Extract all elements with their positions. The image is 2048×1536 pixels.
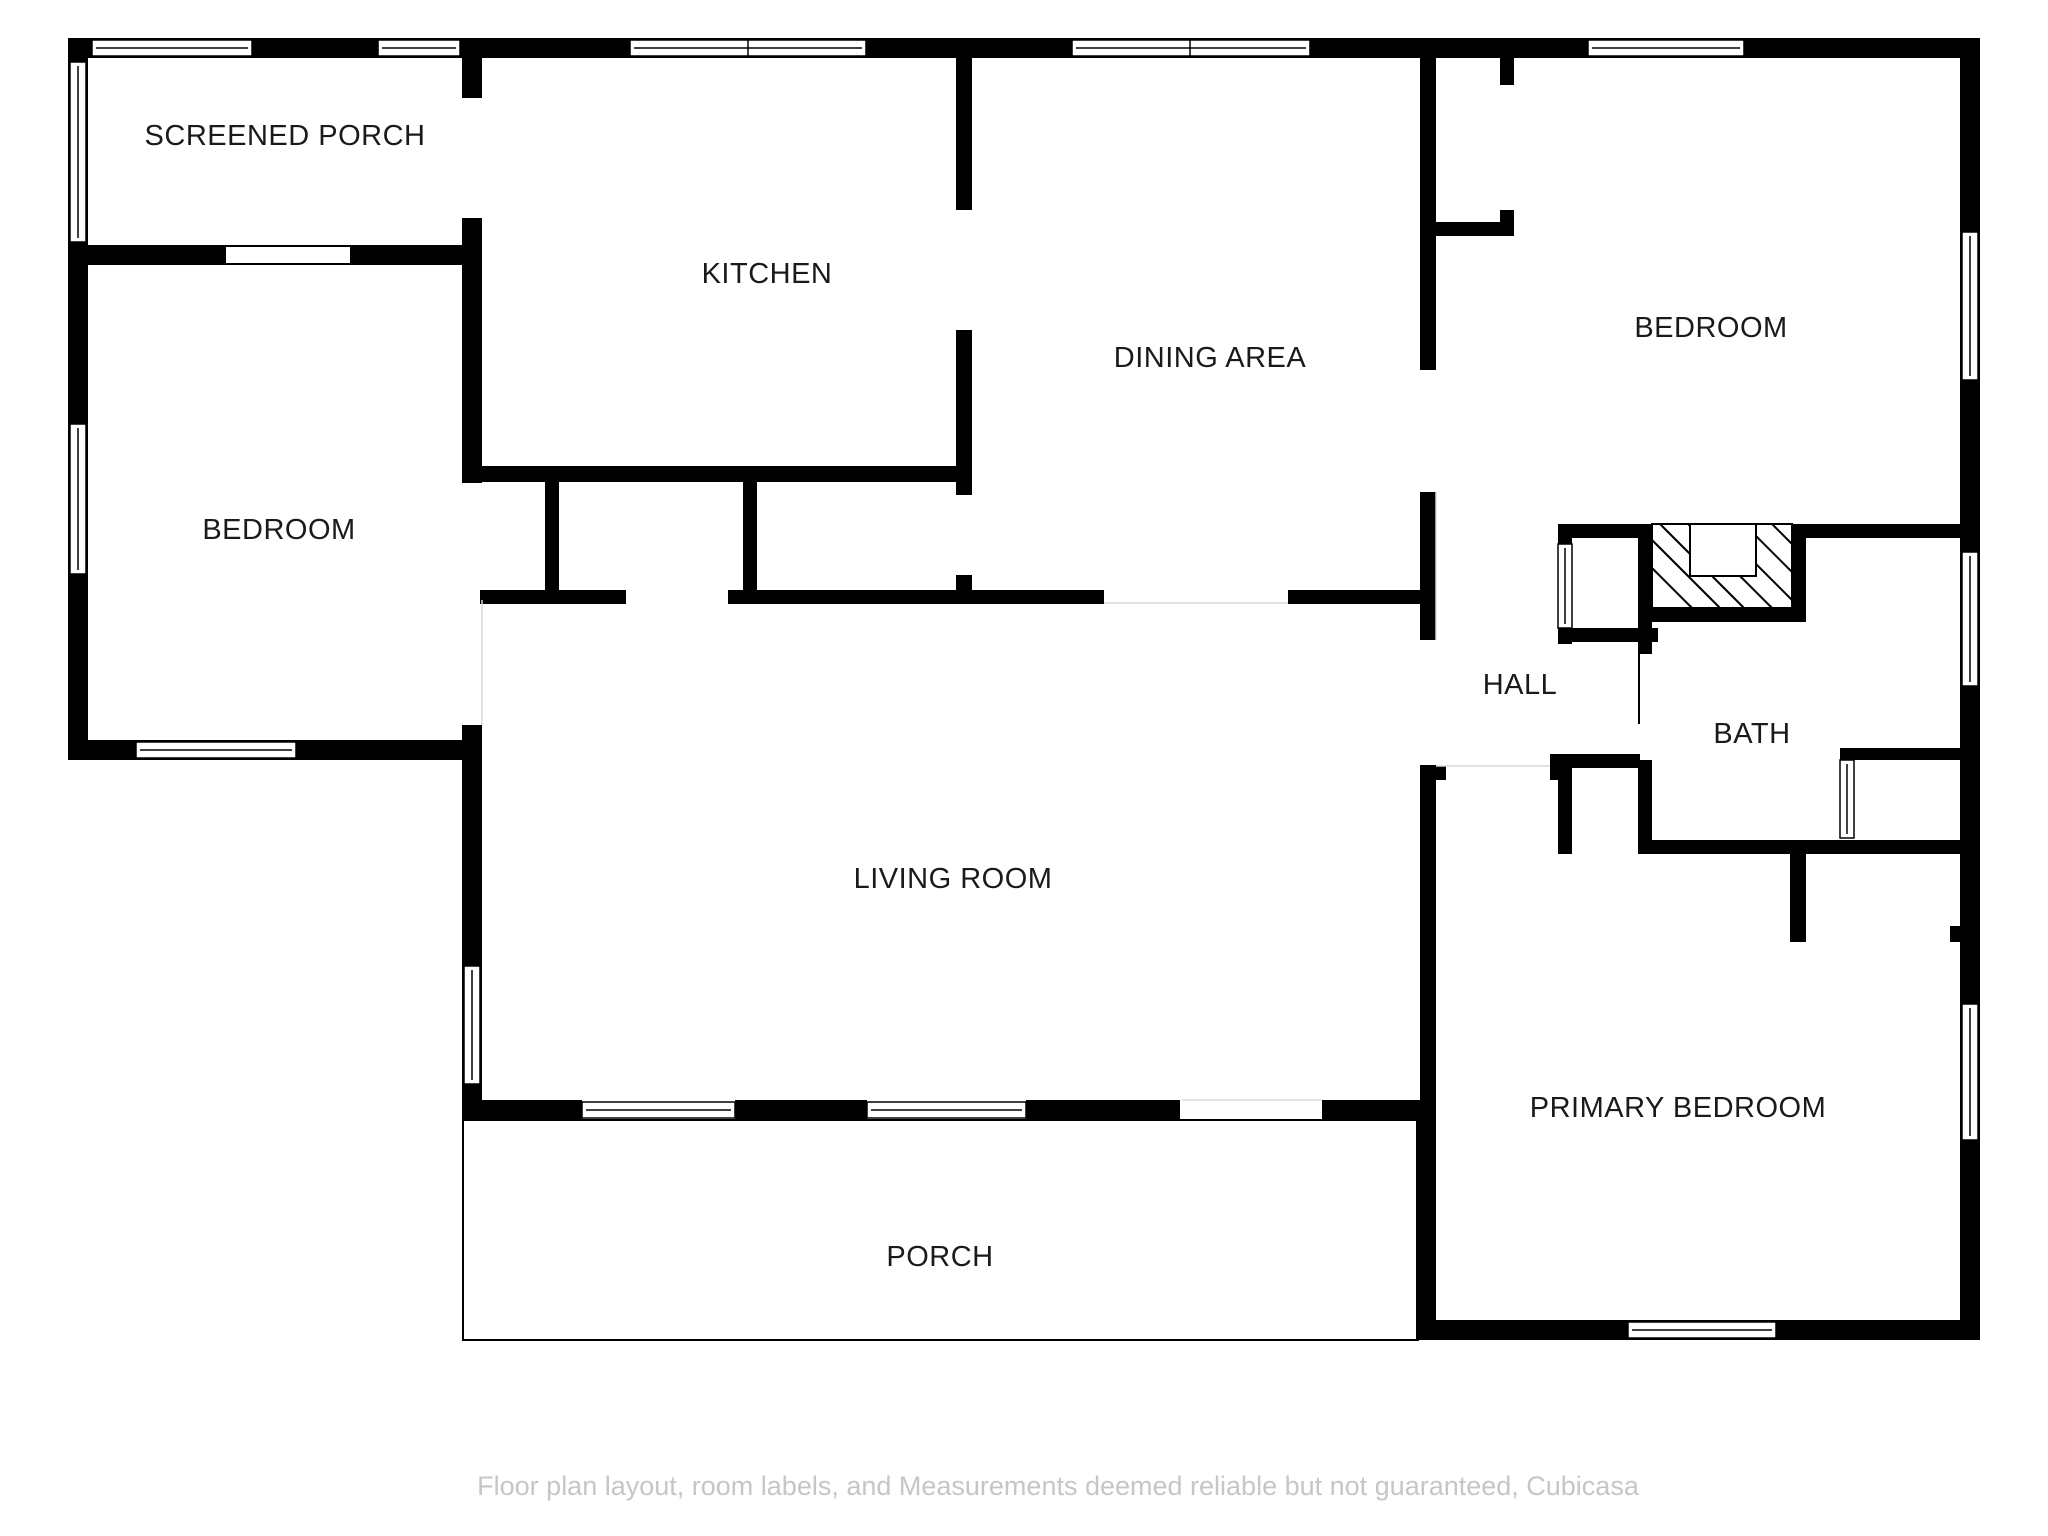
- wall: [1288, 590, 1428, 604]
- room-labels: SCREENED PORCH KITCHEN DINING AREA BEDRO…: [145, 120, 1826, 1273]
- wall: [462, 38, 482, 98]
- door-opening: [226, 247, 350, 263]
- door-opening: [1422, 640, 1434, 765]
- window: [69, 61, 87, 243]
- window: [1961, 231, 1979, 381]
- wall: [470, 466, 970, 482]
- window: [1961, 1003, 1979, 1141]
- window: [377, 39, 461, 57]
- wall: [956, 55, 972, 210]
- wall: [545, 478, 559, 593]
- room-label-dining-area: DINING AREA: [1114, 342, 1307, 374]
- door-opening: [1422, 370, 1434, 492]
- wall: [1436, 766, 1446, 780]
- wall: [1558, 524, 1640, 538]
- window: [69, 423, 87, 575]
- room-label-porch: PORCH: [886, 1241, 993, 1273]
- room-label-living-room: LIVING ROOM: [854, 863, 1053, 895]
- wall: [1420, 38, 1436, 370]
- window: [1627, 1321, 1777, 1339]
- door-opening: [626, 591, 728, 603]
- door-opening: [1182, 1102, 1322, 1118]
- wall: [1840, 748, 1970, 760]
- wall: [1558, 524, 1572, 544]
- wall: [1640, 608, 1806, 622]
- wall: [462, 218, 482, 483]
- wall: [1550, 754, 1652, 768]
- window: [1071, 39, 1311, 57]
- wall: [1638, 760, 1652, 854]
- window: [1839, 759, 1855, 839]
- wall: [1500, 210, 1514, 236]
- wall: [1500, 55, 1514, 85]
- wall: [1420, 222, 1514, 236]
- room-label-bath: BATH: [1713, 718, 1790, 750]
- wall: [470, 590, 626, 604]
- wall: [1322, 1100, 1436, 1120]
- wall: [1950, 926, 1964, 942]
- wall: [1558, 628, 1658, 642]
- wall: [1420, 492, 1436, 640]
- window: [463, 965, 481, 1085]
- door-opening: [464, 483, 480, 725]
- wall: [728, 590, 1104, 604]
- wall: [1026, 1100, 1180, 1120]
- window: [135, 741, 297, 759]
- wall: [1638, 840, 1970, 854]
- room-label-primary-bedroom: PRIMARY BEDROOM: [1530, 1092, 1826, 1124]
- door-opening: [1640, 654, 1652, 760]
- walls: [68, 38, 1980, 1340]
- room-label-hall: HALL: [1483, 669, 1558, 701]
- room-label-bedroom-w: BEDROOM: [202, 514, 355, 546]
- wall: [1790, 524, 1970, 538]
- fireplace: [1651, 523, 1793, 609]
- windows: [69, 39, 1979, 1339]
- window: [91, 39, 253, 57]
- wall: [462, 1100, 582, 1120]
- window: [1961, 551, 1979, 687]
- wall: [1558, 754, 1572, 854]
- wall: [1792, 524, 1806, 622]
- disclaimer-text: Floor plan layout, room labels, and Meas…: [477, 1471, 1640, 1501]
- wall: [956, 330, 972, 495]
- wall: [1790, 850, 1806, 942]
- openings: [226, 98, 1950, 1118]
- door-opening: [1104, 591, 1288, 603]
- window: [581, 1101, 736, 1119]
- door-opening: [1806, 926, 1950, 940]
- door-opening: [464, 98, 480, 218]
- window: [1587, 39, 1745, 57]
- porch-outline: [462, 1119, 1419, 1341]
- wall: [68, 38, 1980, 58]
- wall: [1416, 1110, 1436, 1340]
- wall: [735, 1100, 867, 1120]
- window: [629, 39, 867, 57]
- room-label-bedroom-ne: BEDROOM: [1634, 312, 1787, 344]
- window: [866, 1101, 1027, 1119]
- wall: [956, 575, 972, 593]
- room-label-kitchen: KITCHEN: [702, 258, 833, 290]
- wall: [743, 478, 757, 593]
- wall: [1550, 766, 1558, 780]
- room-label-screened-porch: SCREENED PORCH: [145, 120, 426, 152]
- window: [1557, 543, 1573, 629]
